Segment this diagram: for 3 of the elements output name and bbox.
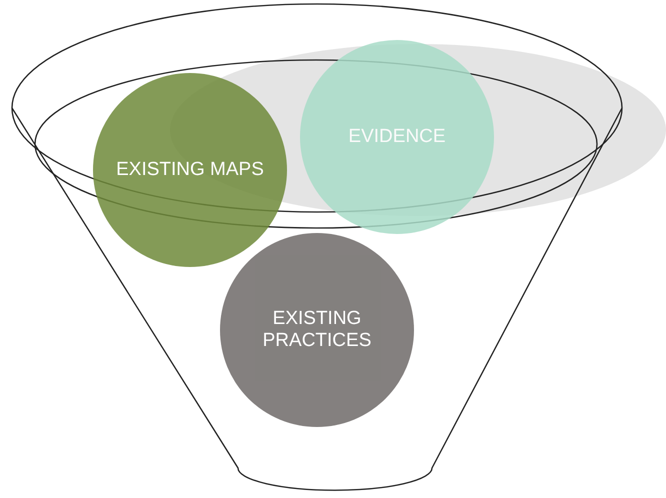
circle-label: EXISTING MAPS: [115, 159, 265, 181]
circle-label: EXISTING PRACTICES: [262, 308, 372, 352]
circle-label: EVIDENCE: [347, 126, 447, 148]
